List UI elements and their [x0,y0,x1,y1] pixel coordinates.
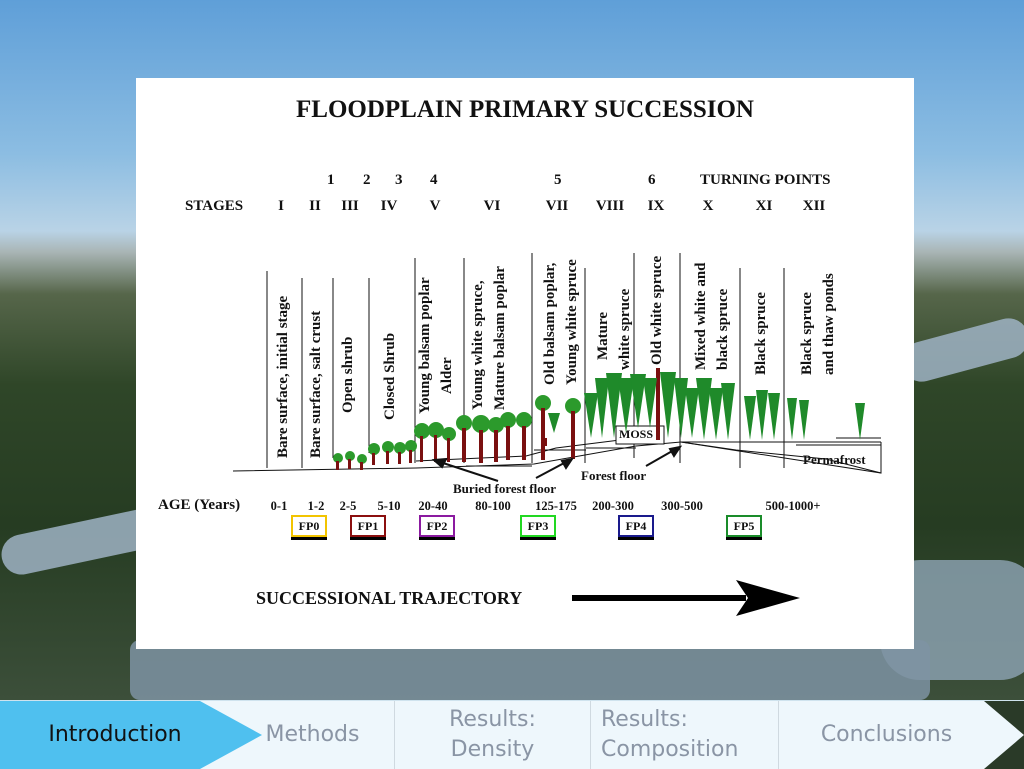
trajectory-label: SUCCESSIONAL TRAJECTORY [256,588,523,608]
age-4: 20-40 [418,499,448,513]
diagram-panel: FLOODPLAIN PRIMARY SUCCESSION 1 2 3 4 5 … [136,78,914,649]
label-mature: Mature [595,311,611,360]
label-open-shrub: Open shrub [340,336,356,413]
diagram-title: FLOODPLAIN PRIMARY SUCCESSION [296,96,754,123]
stage-11: XI [755,198,773,214]
age-9: 500-1000+ [765,499,821,513]
turning-point-3: 3 [395,172,403,188]
forest-floor-label: Forest floor [581,468,647,483]
active-tab-highlight [0,701,262,769]
buried-forest-floor-label: Buried forest floor [453,481,557,496]
label-mature-balsam-poplar: Mature balsam poplar [492,266,508,410]
label-old-balsam-poplar: Old balsam poplar, [542,262,558,385]
stages-label: STAGES [185,198,244,214]
stage-10: X [702,198,714,214]
label-young-white-spruce-1: Young white spruce, [470,280,486,410]
plot-fp1: FP1 [350,515,386,537]
turning-point-2: 2 [363,172,371,188]
tab-methods[interactable]: Methods [265,722,360,747]
stage-7: VII [545,198,569,214]
tab-results-density-line1: Results: [449,707,536,732]
permafrost-label: Permafrost [803,452,866,467]
age-8: 300-500 [661,499,703,513]
stage-5: V [429,198,441,214]
plot-fp5: FP5 [726,515,762,537]
succession-illustration [232,253,882,616]
turning-point-4: 4 [430,172,438,188]
stage-9: IX [647,198,665,214]
plot-fp3: FP3 [520,515,556,537]
stage-3: III [341,198,359,214]
age-1: 1-2 [307,499,325,513]
tab-introduction[interactable]: Introduction [48,722,182,747]
label-black-spruce-mixed: black spruce [715,288,731,370]
nav-end-arrow-icon [984,701,1024,769]
turning-point-1: 1 [327,172,335,188]
stage-4: IV [380,198,398,214]
age-label: AGE (Years) [158,497,241,513]
stage-2: II [309,198,321,214]
label-young-balsam-poplar: Young balsam poplar [417,277,433,414]
plot-fp0: FP0 [291,515,327,537]
moss-label: MOSS [619,427,654,441]
age-3: 5-10 [377,499,401,513]
tab-divider [394,701,395,769]
tab-results-composition[interactable]: Results: Composition [591,701,778,769]
label-alder: Alder [439,357,455,394]
stage-8: VIII [595,198,625,214]
label-mature-white-spruce: white spruce [617,288,633,370]
tab-divider [590,701,591,769]
age-0: 0-1 [270,499,288,513]
age-6: 125-175 [535,499,577,513]
tab-conclusions[interactable]: Conclusions [820,722,953,747]
stage-1: I [278,198,284,214]
tab-results-density[interactable]: Results: Density [395,701,590,769]
label-young-white-spruce-2: Young white spruce [564,259,580,385]
tab-divider [778,701,779,769]
tab-results-density-line2: Density [450,737,535,762]
tab-results-composition-line1: Results: [601,707,688,732]
label-black-spruce-thaw-1: Black spruce [799,292,815,375]
section-nav-bar: Introduction Methods Results: Density Re… [0,700,1024,769]
label-old-white-spruce: Old white spruce [649,255,665,365]
label-closed-shrub: Closed Shrub [382,332,398,420]
tab-results-composition-line2: Composition [601,737,739,762]
river-bottom [130,640,930,700]
turning-points-label: TURNING POINTS [700,172,831,188]
river-right [897,313,1024,387]
age-2: 2-5 [339,499,357,513]
age-7: 200-300 [592,499,634,513]
plot-fp4: FP4 [618,515,654,537]
label-mixed-white-black: Mixed white and [693,262,709,370]
turning-point-5: 5 [554,172,562,188]
stage-6: VI [483,198,501,214]
age-5: 80-100 [475,499,511,513]
label-bare-surface-initial: Bare surface, initial stage [275,295,291,458]
label-black-spruce-thaw-2: and thaw ponds [821,273,837,375]
label-bare-surface-salt: Bare surface, salt crust [308,310,324,458]
turning-point-6: 6 [648,172,656,188]
plot-fp2: FP2 [419,515,455,537]
label-black-spruce: Black spruce [753,292,769,375]
stage-12: XII [802,198,826,214]
